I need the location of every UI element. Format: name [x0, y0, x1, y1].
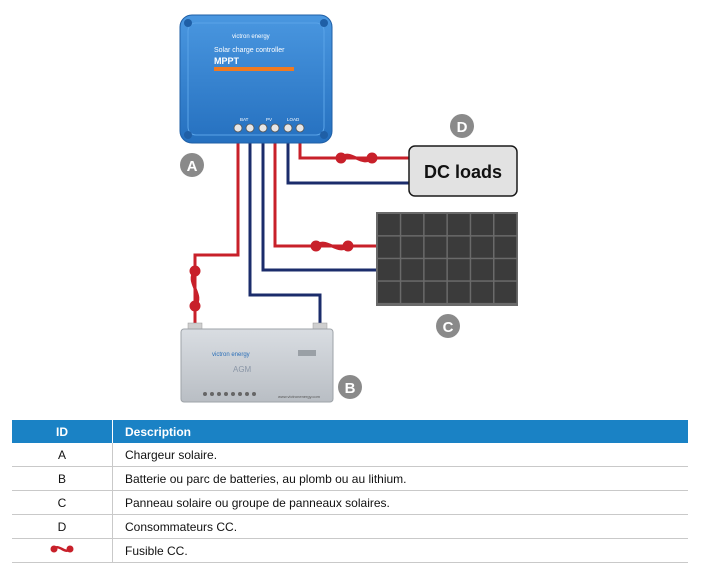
wiring-diagram: victron energy Solar charge controller M… — [179, 14, 518, 403]
solar-cell — [424, 236, 447, 258]
row-description: Fusible CC. — [112, 538, 688, 563]
solar-cell — [378, 236, 400, 258]
table-header-row: ID Description — [12, 420, 688, 443]
fuse-icon — [310, 240, 354, 252]
row-id: C — [12, 490, 113, 515]
table-row: Fusible CC. — [12, 538, 688, 563]
header-id: ID — [12, 420, 113, 443]
certification-mark — [298, 350, 316, 356]
solar-cell — [471, 259, 493, 281]
warning-icons — [203, 392, 256, 396]
table-row: D Consommateurs CC. — [12, 514, 688, 539]
solar-cell — [471, 214, 493, 236]
terminal-block — [233, 123, 305, 133]
controller-model: MPPT — [214, 56, 240, 66]
row-id: B — [12, 466, 113, 491]
solar-cell — [424, 259, 447, 281]
marker-a: A — [180, 153, 204, 177]
solar-cell — [401, 281, 424, 303]
row-id — [12, 538, 113, 563]
solar-cell — [471, 236, 493, 258]
terminal-label-bat: BAT — [240, 117, 249, 122]
controller-brand: victron energy — [232, 34, 270, 40]
solar-cell — [447, 259, 470, 281]
solar-cell — [424, 281, 447, 303]
solar-cell — [471, 281, 493, 303]
solar-cell — [494, 214, 517, 236]
svg-text:B: B — [345, 380, 356, 397]
dc-loads-box: DC loads — [408, 145, 518, 197]
solar-charge-controller: victron energy Solar charge controller M… — [179, 14, 333, 144]
svg-text:C: C — [443, 319, 454, 336]
table-row: B Batterie ou parc de batteries, au plom… — [12, 466, 688, 491]
solar-panel-cells — [378, 214, 517, 303]
row-description: Panneau solaire ou groupe de panneaux so… — [112, 490, 688, 515]
controller-subtitle: Solar charge controller — [214, 47, 285, 54]
solar-cell — [447, 281, 470, 303]
negative-wires — [248, 128, 412, 330]
marker-d: D — [450, 114, 474, 138]
terminal-label-pv: PV — [266, 117, 272, 122]
controller-accent-bar — [214, 67, 294, 71]
table-row: C Panneau solaire ou groupe de panneaux … — [12, 490, 688, 515]
legend-table: ID Description A Chargeur solaire. B Bat… — [12, 420, 688, 563]
battery-website: www.victronenergy.com — [278, 394, 321, 399]
dc-loads-label: DC loads — [424, 162, 502, 182]
row-description: Consommateurs CC. — [112, 514, 688, 539]
fuse-icon — [189, 265, 201, 312]
solar-cell — [401, 236, 424, 258]
solar-cell — [447, 236, 470, 258]
table-row: A Chargeur solaire. — [12, 443, 688, 467]
solar-cell — [447, 214, 470, 236]
row-id: D — [12, 514, 113, 539]
row-description: Batterie ou parc de batteries, au plomb … — [112, 466, 688, 491]
solar-cell — [378, 281, 400, 303]
solar-panel — [376, 212, 518, 306]
terminal-label-load: LOAD — [287, 117, 300, 122]
solar-cell — [424, 214, 447, 236]
header-description: Description — [112, 420, 688, 443]
battery: victron energy AGM www.victronenergy.com — [180, 322, 334, 403]
solar-cell — [378, 214, 400, 236]
row-description: Chargeur solaire. — [112, 443, 688, 467]
svg-text:D: D — [457, 119, 468, 136]
solar-cell — [401, 259, 424, 281]
battery-type: AGM — [233, 365, 252, 374]
solar-cell — [401, 214, 424, 236]
marker-b: B — [338, 375, 362, 399]
svg-text:A: A — [187, 158, 198, 175]
solar-cell — [494, 281, 517, 303]
marker-c: C — [436, 314, 460, 338]
solar-cell — [378, 259, 400, 281]
fuse-icon — [50, 545, 74, 553]
solar-cell — [494, 259, 517, 281]
solar-cell — [494, 236, 517, 258]
row-id: A — [12, 443, 113, 467]
fuse-icon — [335, 152, 378, 164]
battery-brand: victron energy — [212, 352, 250, 358]
